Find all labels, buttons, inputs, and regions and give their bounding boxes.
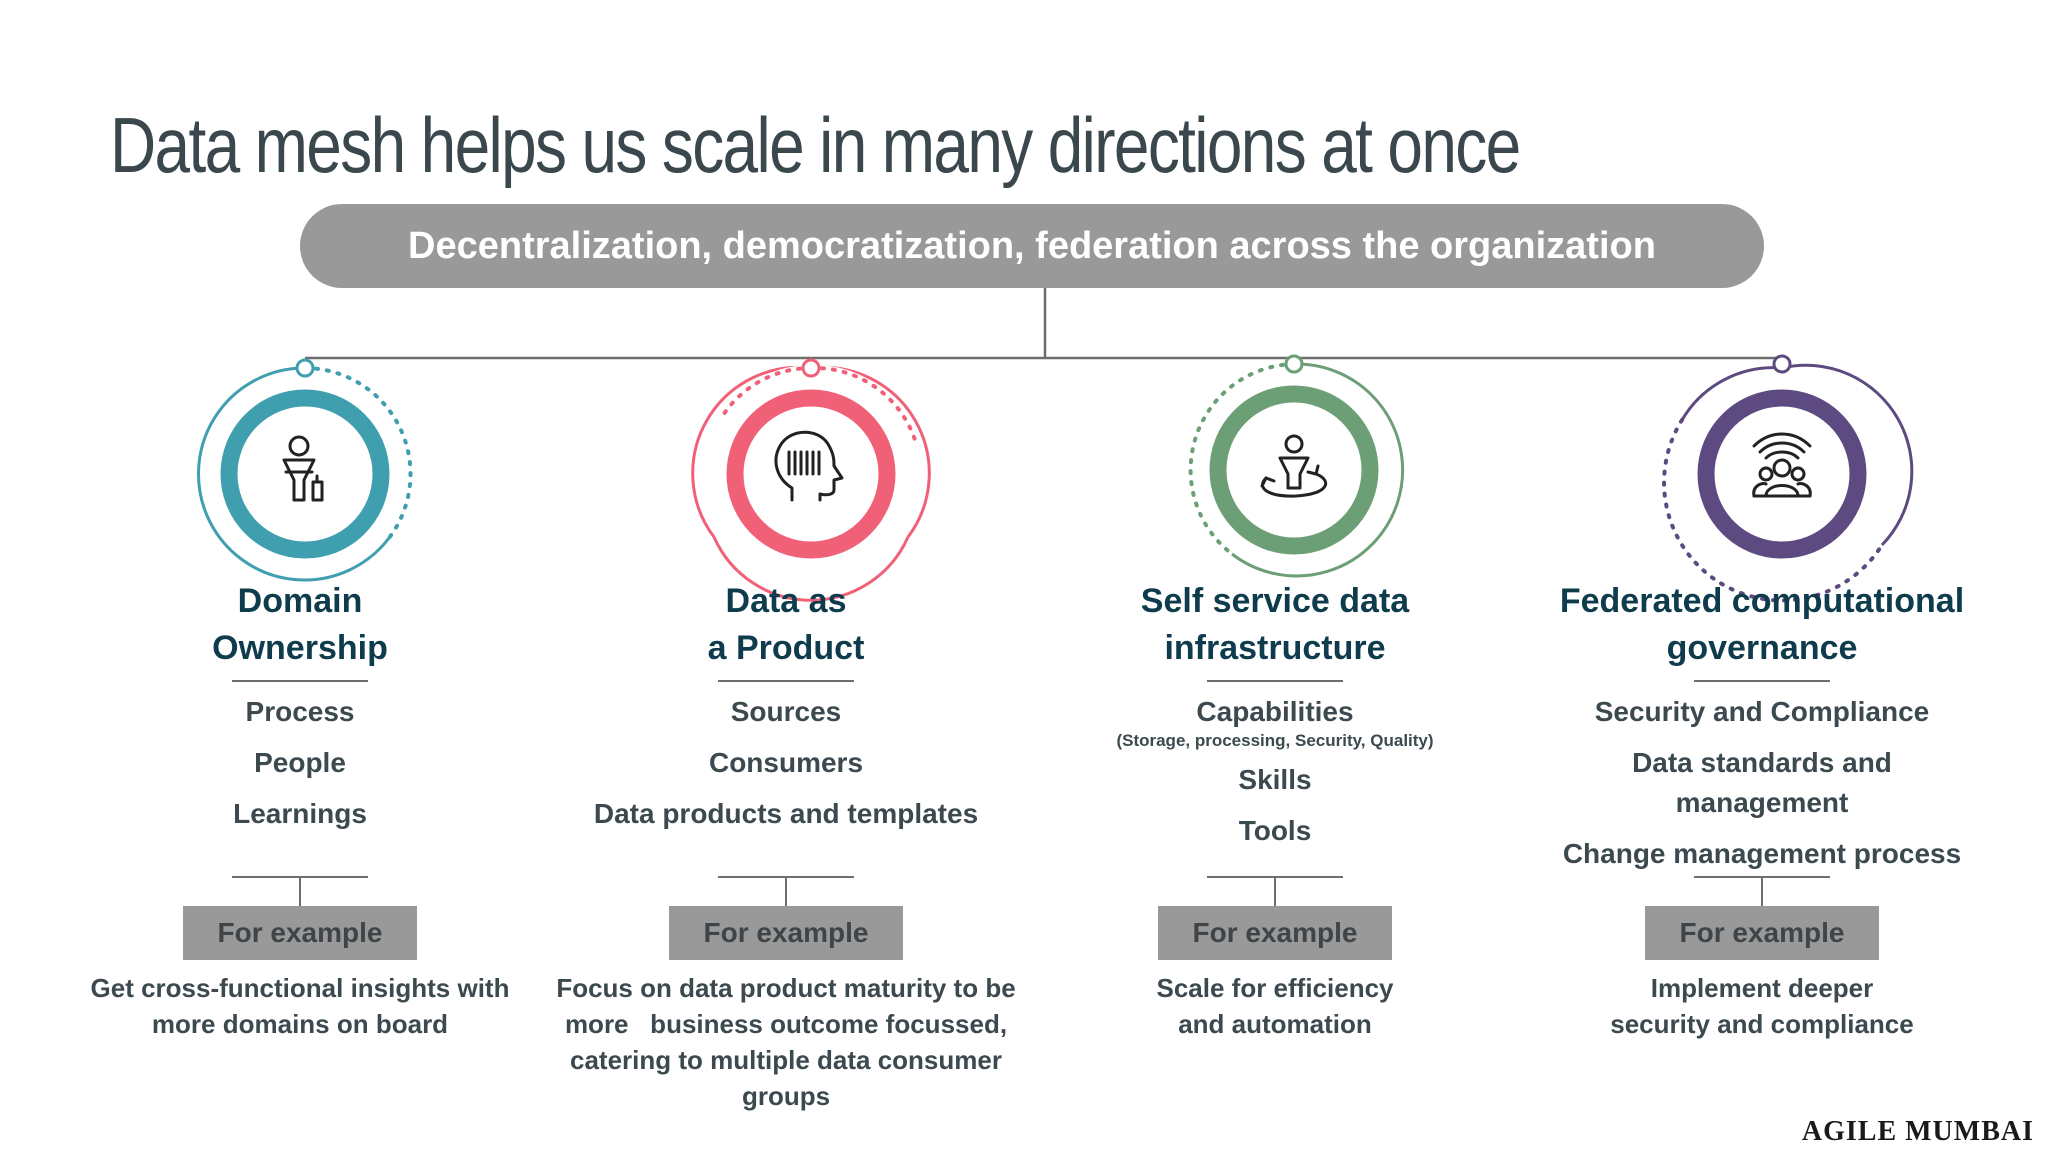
- self-service-cycle-icon: [1260, 434, 1327, 498]
- list-item: Capabilities: [1196, 696, 1354, 727]
- group-signal-icon: [1752, 432, 1812, 498]
- example-description: Get cross-functional insights with more …: [90, 973, 510, 1039]
- for-example-label: For example: [669, 906, 903, 960]
- brand-watermark: AGILE MUMBAI: [1801, 1116, 2034, 1147]
- for-example-label: For example: [183, 906, 417, 960]
- head-barcode-icon: [774, 430, 844, 502]
- pillar-data-as-a-product: Data as a Product Sources Consumers Data…: [536, 578, 1036, 845]
- pillar-federated-computational-governance: Federated computational governance Secur…: [1512, 578, 2012, 885]
- banner: Decentralization, democratization, feder…: [300, 204, 1764, 288]
- list-item: Tools: [1238, 815, 1312, 846]
- list-item: Learnings: [233, 798, 367, 829]
- pillar-2-ring: [691, 358, 931, 602]
- pillar-self-service-data-infrastructure: Self service data infrastructure Capabil…: [1025, 578, 1525, 862]
- pillar-items: Capabilities (Storage, processing, Secur…: [1025, 692, 1525, 851]
- pillar-4-example-connector: [1694, 876, 1830, 906]
- example-description: Focus on data product maturity to be mor…: [556, 973, 1016, 1111]
- pillar-heading: Data as a Product: [707, 582, 865, 667]
- pillar-items: Sources Consumers Data products and temp…: [536, 692, 1036, 834]
- pillar-heading: Federated computational governance: [1559, 582, 1965, 667]
- pillar-items: Process People Learnings: [50, 692, 550, 834]
- pillar-heading: Domain Ownership: [212, 582, 388, 667]
- list-item-note: (Storage, processing, Security, Quality): [1116, 731, 1434, 750]
- pillar-heading: Self service data infrastructure: [1140, 582, 1410, 667]
- list-item: Consumers: [708, 747, 864, 778]
- for-example-label: For example: [1158, 906, 1392, 960]
- person-filter-icon: [282, 435, 324, 502]
- list-item: People: [254, 747, 346, 778]
- pillar-1-example-connector: [232, 876, 368, 906]
- pillar-2-example-connector: [718, 876, 854, 906]
- for-example-label: For example: [1645, 906, 1879, 960]
- list-item: Process: [245, 696, 355, 727]
- pillar-items: Security and Compliance Data standards a…: [1512, 692, 2012, 874]
- example-description: Scale for efficiency and automation: [1156, 973, 1394, 1039]
- list-item: Sources: [730, 696, 842, 727]
- pillar-1-ring: [197, 358, 413, 582]
- list-item: Data standards and management: [1632, 747, 1892, 818]
- pillar-4-ring: [1662, 354, 1914, 603]
- list-item: Security and Compliance: [1594, 696, 1930, 727]
- pillar-3-ring: [1188, 354, 1405, 578]
- pillar-3-example-connector: [1207, 876, 1343, 906]
- list-item: Skills: [1238, 764, 1312, 795]
- pillar-domain-ownership: Domain Ownership Process People Learning…: [50, 578, 550, 845]
- example-description: Implement deeper security and compliance: [1610, 973, 1914, 1039]
- list-item: Data products and templates: [593, 798, 979, 829]
- page-title: Data mesh helps us scale in many directi…: [110, 101, 1521, 189]
- list-item: Change management process: [1562, 838, 1962, 869]
